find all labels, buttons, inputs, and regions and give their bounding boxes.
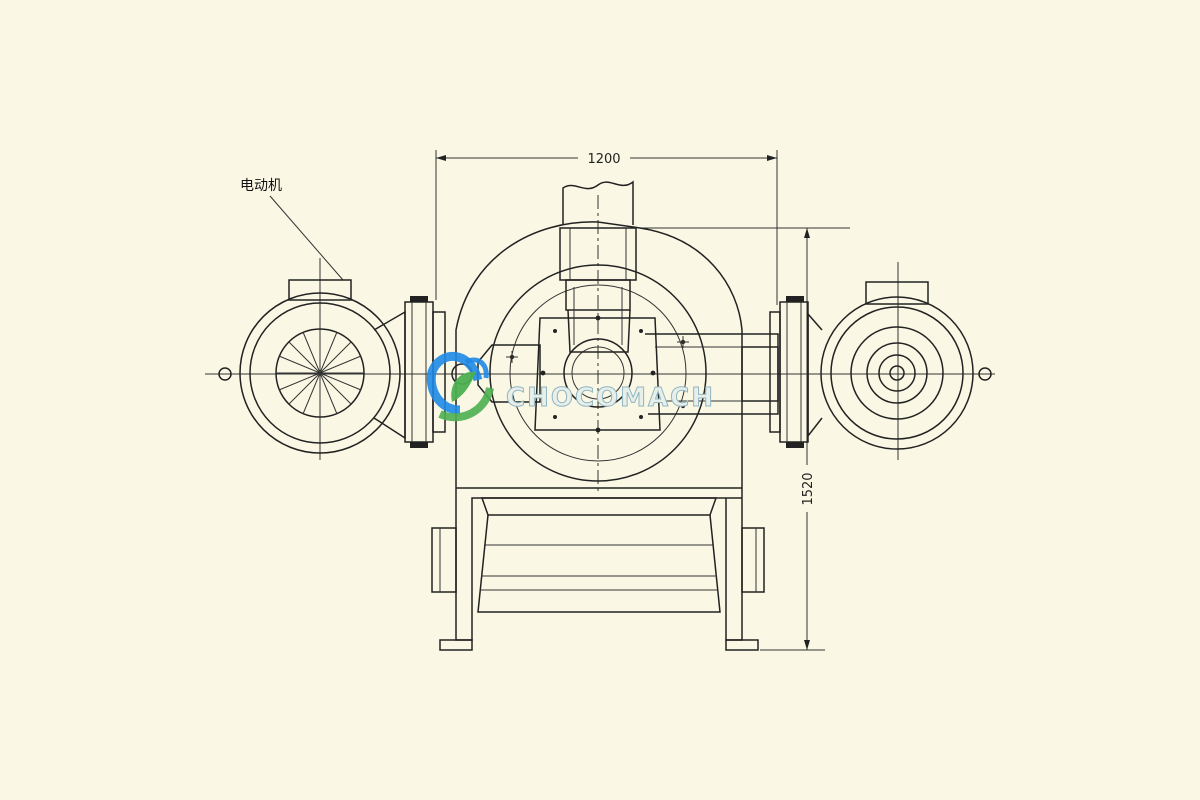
- feed-duct: [559, 180, 637, 353]
- left-motor: [218, 279, 446, 454]
- mill-housing: [455, 221, 743, 489]
- watermark-brand-text: CHOCOMACH: [506, 383, 715, 413]
- motor-callout: 电动机: [240, 178, 344, 281]
- right-arm: [645, 333, 779, 415]
- motor-label: 电动机: [240, 178, 282, 194]
- right-motor: [769, 281, 992, 450]
- chocomach-logo-icon: [426, 352, 494, 422]
- brand-watermark: CHOCOMACH: [426, 352, 715, 422]
- dimension-height-label: 1520: [801, 472, 816, 505]
- dimension-width-label: 1200: [587, 152, 620, 167]
- center-lines: [205, 195, 995, 495]
- dimension-height: 1520: [640, 227, 850, 651]
- left-motor-fan-icon: [276, 329, 364, 417]
- base-frame: [431, 488, 765, 651]
